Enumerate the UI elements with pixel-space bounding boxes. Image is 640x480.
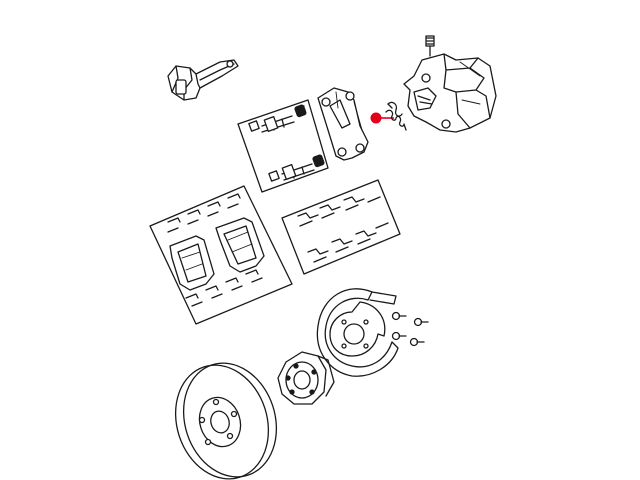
splash-shield-icon[interactable] (316, 288, 399, 377)
brake-pad-icon (215, 217, 265, 273)
hose-bracket-icon[interactable] (167, 59, 239, 101)
bolt-icon (391, 311, 407, 321)
caliper-icon[interactable] (403, 35, 497, 133)
hub-icon[interactable] (277, 351, 335, 405)
clip-icon (167, 193, 263, 307)
spring-icon[interactable] (370, 101, 407, 131)
bolt-icon (413, 317, 429, 327)
adapter-bracket-icon[interactable] (317, 87, 369, 161)
bolt-icon (391, 331, 407, 341)
guide-pin-icon (248, 104, 307, 133)
pad-hardware-clip-kit[interactable] (281, 179, 401, 275)
brake-pad-icon (169, 235, 215, 291)
rotor-icon[interactable] (161, 351, 290, 480)
brake-pad-kit[interactable] (149, 185, 293, 325)
shield-bolts[interactable] (391, 311, 429, 347)
bolt-icon (409, 337, 425, 347)
highlight-marker-icon[interactable] (370, 112, 382, 124)
guide-pin-icon (268, 154, 325, 182)
clip-icon (297, 196, 389, 263)
guide-pin-kit[interactable] (237, 99, 329, 193)
